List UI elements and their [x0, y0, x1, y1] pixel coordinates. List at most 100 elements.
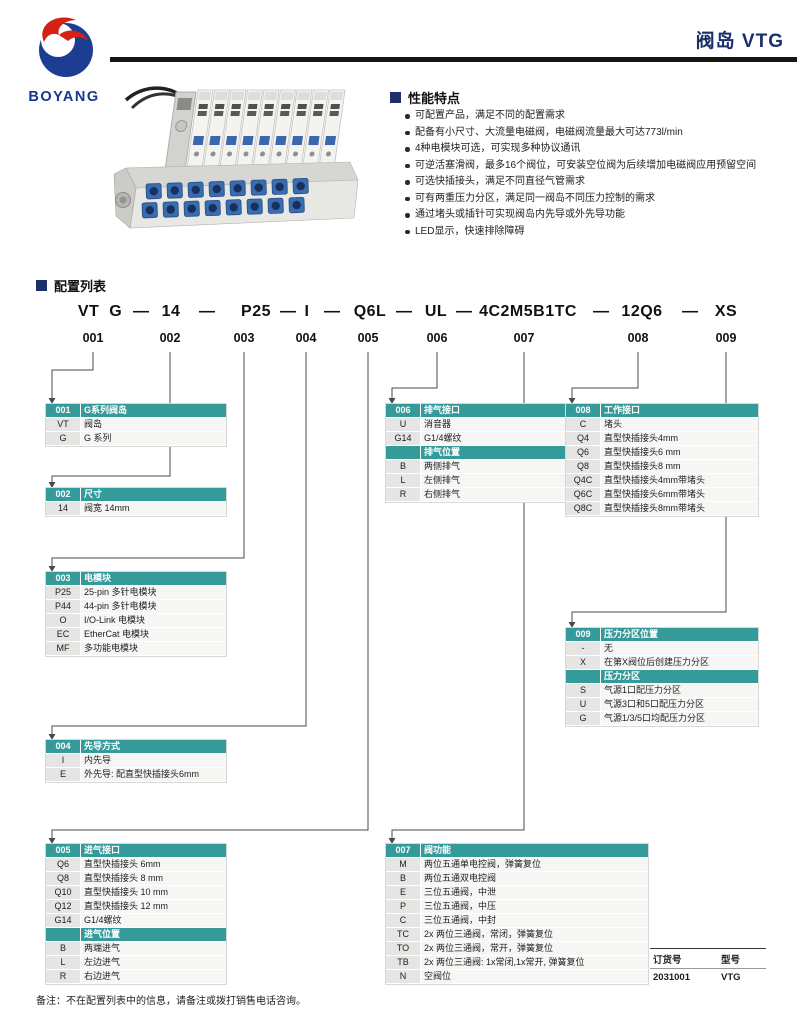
feature-item: 4种电模块可选，可实现多种协议通讯: [404, 141, 796, 158]
code-dash: —: [280, 303, 296, 320]
brand-logo: BOYANG: [16, 8, 112, 105]
brand-logo-icon: [39, 17, 93, 77]
feature-item: 可有两重压力分区，满足同一阀岛不同压力控制的需求: [404, 191, 796, 208]
section-bullet: [390, 92, 401, 103]
header-divider: [110, 57, 797, 62]
code-dash: —: [324, 303, 340, 320]
features-list: 可配置产品，满足不同的配置需求配备有小尺寸、大流量电磁阀，电磁阀流量最大可达77…: [404, 108, 796, 240]
model-label: 型号: [721, 954, 741, 966]
feature-item: 可选快插接头，满足不同直径气管需求: [404, 174, 796, 191]
code-seg-002: 14: [161, 303, 181, 320]
remark-note: 备注：不在配置列表中的信息，请备注或拨打销售电话咨询。: [36, 996, 306, 1007]
code-num-003: 003: [233, 331, 255, 345]
valve-island-illustration: [113, 86, 359, 229]
code-dash: —: [682, 303, 698, 320]
table-section-header: 压力分区: [566, 670, 758, 684]
product-photo: [112, 82, 362, 262]
connector-001: [51, 352, 94, 399]
feature-item: 可配置产品，满足不同的配置需求: [404, 108, 796, 125]
feature-item: 可逆活塞滑阀，最多16个阀位，可安装空位阀为后续增加电磁阀应用预留空间: [404, 158, 796, 175]
features-title: 性能特点: [390, 88, 460, 107]
code-dash: —: [199, 303, 215, 320]
feature-item: 配备有小尺寸、大流量电磁阀，电磁阀流量最大可达773l/min: [404, 125, 796, 142]
order-info-values: 2031001 VTG: [650, 969, 766, 985]
page-title: 阀岛 VTG: [695, 31, 784, 52]
code-num-007: 007: [513, 331, 535, 345]
features-title-text: 性能特点: [408, 91, 461, 106]
config-title: 配置列表: [36, 276, 106, 295]
code-seg-005: Q6L: [353, 303, 387, 320]
connector-008: [571, 352, 639, 399]
code-num-006: 006: [426, 331, 448, 345]
section-bullet: [36, 280, 47, 291]
table-row: -无: [566, 642, 758, 656]
code-dash: —: [456, 303, 472, 320]
code-seg-001: VT G: [77, 303, 123, 320]
model-value: VTG: [721, 971, 741, 983]
order-info-header: 订货号 型号: [650, 949, 766, 969]
code-num-001: 001: [82, 331, 104, 345]
code-num-008: 008: [627, 331, 649, 345]
code-num-004: 004: [295, 331, 317, 345]
code-seg-006: UL: [424, 303, 448, 320]
feature-item: 通过堵头或插针可实现阀岛内先导或外先导功能: [404, 207, 796, 224]
code-num-005: 005: [357, 331, 379, 345]
table-section-header: 进气位置: [46, 928, 226, 942]
connector-006: [391, 352, 438, 399]
code-seg-008: 12Q6: [621, 303, 663, 320]
order-info-box: 订货号 型号 2031001 VTG: [650, 948, 766, 985]
code-seg-007: 4C2M5B1TC: [479, 303, 577, 320]
connector-003: [51, 352, 245, 567]
